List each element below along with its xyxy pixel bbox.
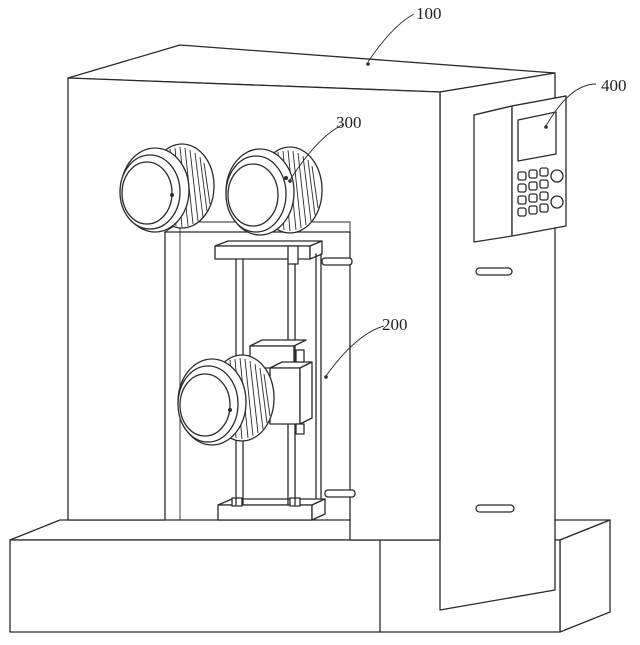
- callout-leaders: [288, 13, 597, 379]
- label-machine-frame: 100: [416, 4, 442, 23]
- drive-wheel: [225, 146, 323, 236]
- label-drive-wheel: 300: [336, 113, 362, 132]
- wheel-lower: [177, 354, 275, 446]
- roller-assembly: [214, 240, 356, 521]
- label-control-panel: 400: [601, 76, 627, 95]
- side-pin-upper: [475, 267, 513, 276]
- side-pin-lower: [475, 504, 515, 513]
- label-roller-assembly: 200: [382, 315, 408, 334]
- control-panel: [473, 95, 567, 243]
- keypad: [517, 167, 564, 217]
- wheel-upper-left: [119, 143, 215, 233]
